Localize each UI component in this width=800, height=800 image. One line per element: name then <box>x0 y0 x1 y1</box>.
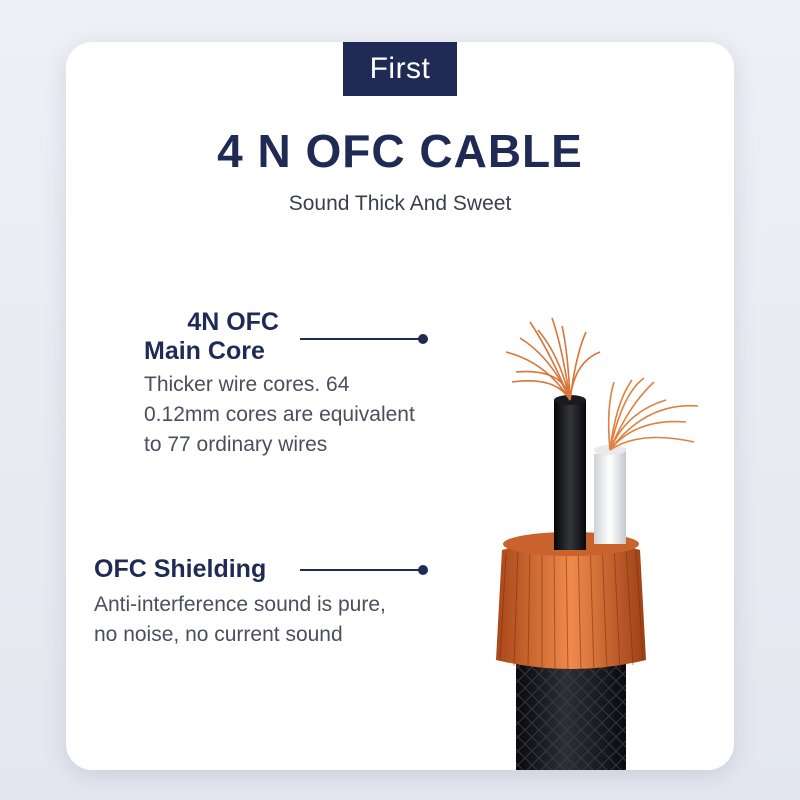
feature-main-core-title: 4N OFC <box>144 308 279 337</box>
black-core <box>554 395 586 550</box>
section-badge: First <box>343 42 457 96</box>
feature-main-core-title-line1: 4N OFC <box>187 308 279 336</box>
feature-shielding-dot <box>418 565 428 575</box>
feature-shielding-connector <box>300 569 422 571</box>
copper-core-strands-left <box>505 317 601 401</box>
feature-main-core-desc-line: to 77 ordinary wires <box>144 433 328 456</box>
feature-shielding-title-line1: OFC Shielding <box>94 555 267 583</box>
product-card: First 4 N OFC CABLE Sound Thick And Swee… <box>66 42 734 770</box>
feature-main-core-title-line2: Main Core <box>144 337 265 365</box>
feature-shielding-desc-line: Anti-interference sound is pure, <box>94 593 386 616</box>
white-core <box>594 445 626 544</box>
copper-shielding <box>496 532 646 676</box>
feature-main-core-connector <box>300 338 422 340</box>
copper-core-strands-right <box>607 377 699 451</box>
feature-shielding-desc-line: no noise, no current sound <box>94 623 343 646</box>
feature-shielding-desc: Anti-interference sound is pure, no nois… <box>94 590 386 650</box>
section-badge-label: First <box>369 52 431 85</box>
feature-main-core-title-2: Main Core <box>144 337 265 366</box>
page-title: 4 N OFC CABLE <box>217 125 583 177</box>
feature-main-core-desc-line: Thicker wire cores. 64 <box>144 373 350 396</box>
feature-shielding-title: OFC Shielding <box>94 555 266 584</box>
feature-main-core-desc-line: 0.12mm cores are equivalent <box>144 403 415 426</box>
page-subtitle: Sound Thick And Sweet <box>288 192 512 215</box>
feature-main-core-dot <box>418 334 428 344</box>
feature-main-core-desc: Thicker wire cores. 64 0.12mm cores are … <box>144 370 415 460</box>
cable-cross-section-illustration <box>496 317 699 770</box>
